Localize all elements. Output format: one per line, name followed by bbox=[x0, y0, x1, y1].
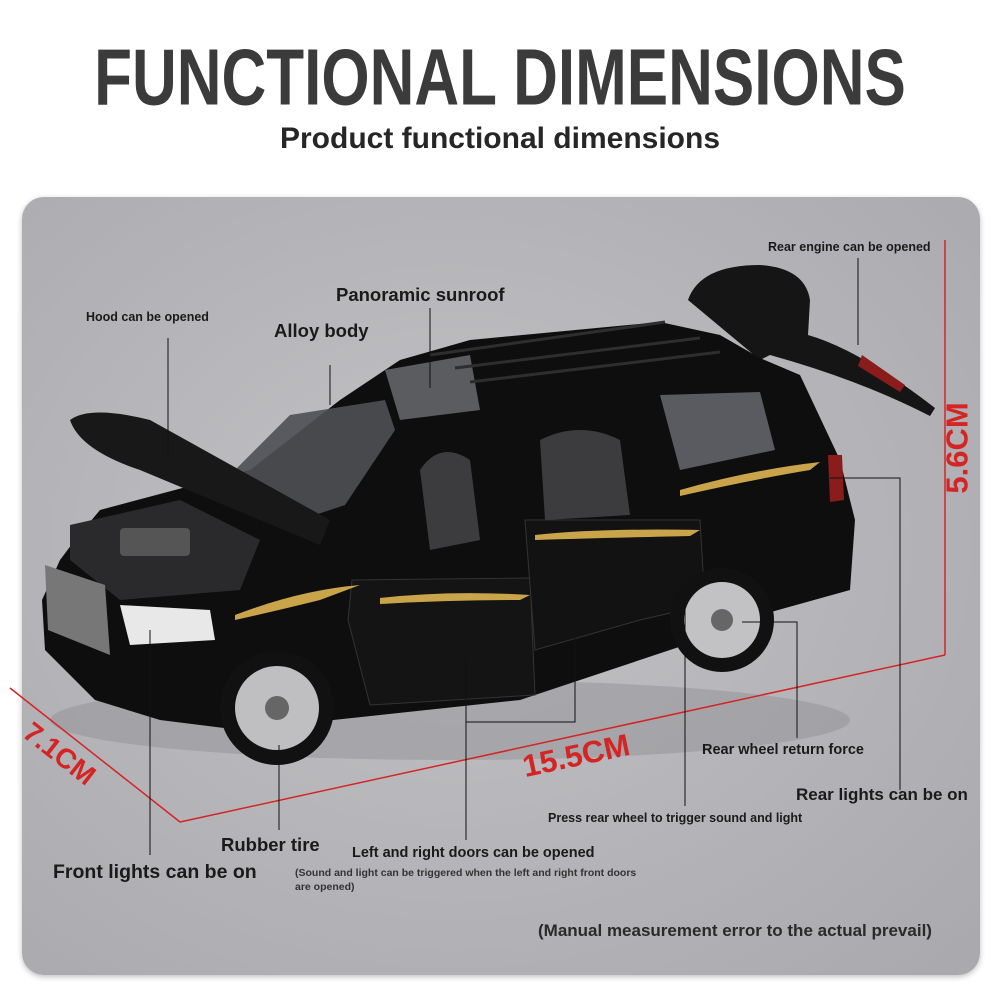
rear-door-leader bbox=[466, 545, 576, 723]
headlight bbox=[120, 605, 215, 645]
label-hood: Hood can be opened bbox=[86, 310, 209, 324]
front-wheel bbox=[220, 651, 334, 765]
label-front-lights: Front lights can be on bbox=[53, 861, 257, 883]
gold-stripe bbox=[680, 462, 820, 496]
grille bbox=[45, 565, 110, 655]
label-alloy-body: Alloy body bbox=[274, 320, 369, 341]
label-rear-lights: Rear lights can be on bbox=[796, 785, 968, 804]
rear-seat bbox=[540, 430, 630, 520]
gold-stripe bbox=[380, 593, 530, 604]
label-doors-note-1: (Sound and light can be triggered when t… bbox=[295, 867, 637, 879]
page-title: FUNCTIONAL DIMENSIONS bbox=[94, 34, 906, 123]
dimension-height: 5.6CM bbox=[939, 402, 975, 494]
sunroof-glass bbox=[385, 355, 480, 420]
gold-stripe bbox=[535, 529, 700, 540]
label-rear-engine: Rear engine can be opened bbox=[768, 240, 931, 254]
hatch-light bbox=[858, 355, 905, 392]
page-subtitle: Product functional dimensions bbox=[279, 122, 721, 155]
rear-wheel-leader bbox=[742, 621, 798, 738]
gold-stripe bbox=[235, 585, 360, 620]
rear-lights-leader bbox=[830, 477, 901, 790]
rear-window bbox=[660, 392, 775, 470]
open-hood bbox=[70, 412, 330, 545]
label-press-rear-wheel: Press rear wheel to trigger sound and li… bbox=[548, 811, 803, 825]
roof-rails bbox=[429, 320, 721, 384]
rear-wheel bbox=[670, 568, 774, 672]
width-line bbox=[9, 687, 181, 823]
leader-lines bbox=[149, 258, 901, 855]
engine-block bbox=[120, 528, 190, 556]
dimension-lines bbox=[9, 240, 946, 823]
label-rubber-tire: Rubber tire bbox=[221, 834, 320, 855]
label-doors: Left and right doors can be opened bbox=[352, 845, 595, 861]
length-line bbox=[179, 654, 946, 823]
rear-hatch bbox=[688, 265, 935, 416]
label-rear-wheel: Rear wheel return force bbox=[702, 742, 864, 758]
label-doors-note-2: are opened) bbox=[295, 881, 355, 893]
footer-note: (Manual measurement error to the actual … bbox=[538, 921, 932, 940]
label-sunroof: Panoramic sunroof bbox=[336, 284, 505, 305]
front-door bbox=[347, 577, 536, 706]
front-seat bbox=[420, 452, 480, 550]
